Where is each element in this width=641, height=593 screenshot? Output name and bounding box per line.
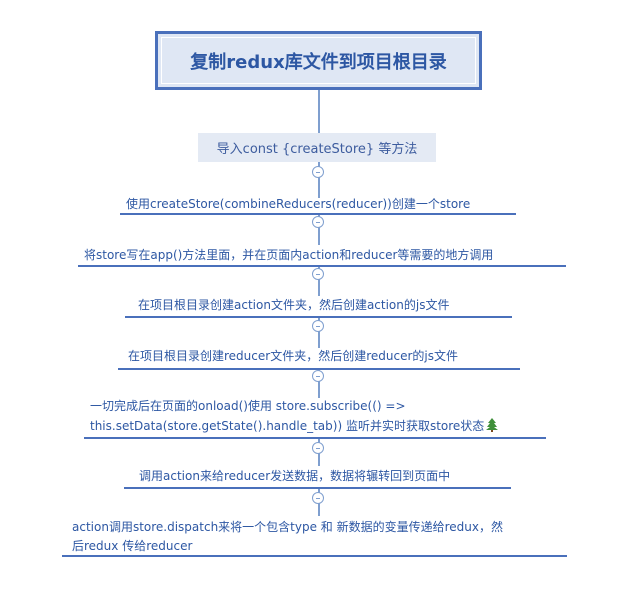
step-node-3-underline xyxy=(125,316,512,318)
step-node-4-label: 在项目根目录创建reducer文件夹，然后创建reducer的js文件 xyxy=(128,349,458,363)
collapse-toggle-step5[interactable] xyxy=(312,442,324,454)
step-node-6-underline xyxy=(124,487,511,489)
step-node-2-underline xyxy=(78,265,566,267)
collapse-toggle-step3[interactable] xyxy=(312,320,324,332)
step-node-2-label: 将store写在app()方法里面，并在页面内action和reducer等需要… xyxy=(84,248,494,262)
import-node[interactable]: 导入const {createStore} 等方法 xyxy=(198,133,436,162)
root-node[interactable]: 复制redux库文件到项目根目录 xyxy=(155,31,482,90)
collapse-toggle-step1[interactable] xyxy=(312,216,324,228)
step-node-5-line2: this.setData(store.getState().handle_tab… xyxy=(90,416,499,438)
step-node-1[interactable]: 使用createStore(combineReducers(reducer))创… xyxy=(126,195,470,213)
step-node-3[interactable]: 在项目根目录创建action文件夹，然后创建action的js文件 xyxy=(138,296,449,314)
step-node-5-line1: 一切完成后在页面的onload()使用 store.subscribe(() =… xyxy=(90,399,406,413)
connector-step1-step2 xyxy=(318,213,320,245)
step-node-5-underline xyxy=(84,437,546,439)
connector-title-import xyxy=(318,90,320,133)
step-node-7-line2: 后redux 传给reducer xyxy=(72,539,193,553)
root-node-title: 复制redux库文件到项目根目录 xyxy=(190,51,447,73)
step-node-4[interactable]: 在项目根目录创建reducer文件夹，然后创建reducer的js文件 xyxy=(128,347,458,365)
connector-step3-step4 xyxy=(318,318,320,348)
collapse-toggle-step2[interactable] xyxy=(312,268,324,280)
step-node-7-line1: action调用store.dispatch来将一个包含type 和 新数据的变… xyxy=(72,520,503,534)
connector-import-step1 xyxy=(318,162,320,198)
connector-step4-step5 xyxy=(318,370,320,398)
collapse-toggle-import[interactable] xyxy=(312,166,324,178)
step-node-1-label: 使用createStore(combineReducers(reducer))创… xyxy=(126,197,471,211)
root-node-inner-border xyxy=(161,37,476,84)
step-node-1-underline xyxy=(120,213,516,215)
step-node-6[interactable]: 调用action来给reducer发送数据，数据将辗转回到页面中 xyxy=(139,467,450,485)
import-node-label: 导入const {createStore} 等方法 xyxy=(216,142,418,157)
step-node-3-label: 在项目根目录创建action文件夹，然后创建action的js文件 xyxy=(138,298,450,312)
step-node-7-underline xyxy=(62,555,567,557)
collapse-toggle-step6[interactable] xyxy=(312,492,324,504)
connector-step2-step3 xyxy=(318,266,320,296)
step-node-5[interactable]: 一切完成后在页面的onload()使用 store.subscribe(() =… xyxy=(90,396,499,438)
step-node-7[interactable]: action调用store.dispatch来将一个包含type 和 新数据的变… xyxy=(72,518,503,556)
step-node-2[interactable]: 将store写在app()方法里面，并在页面内action和reducer等需要… xyxy=(84,246,493,264)
tree-icon xyxy=(486,418,499,438)
step-node-4-underline xyxy=(118,368,520,370)
step-node-6-label: 调用action来给reducer发送数据，数据将辗转回到页面中 xyxy=(139,469,451,483)
collapse-toggle-step4[interactable] xyxy=(312,370,324,382)
